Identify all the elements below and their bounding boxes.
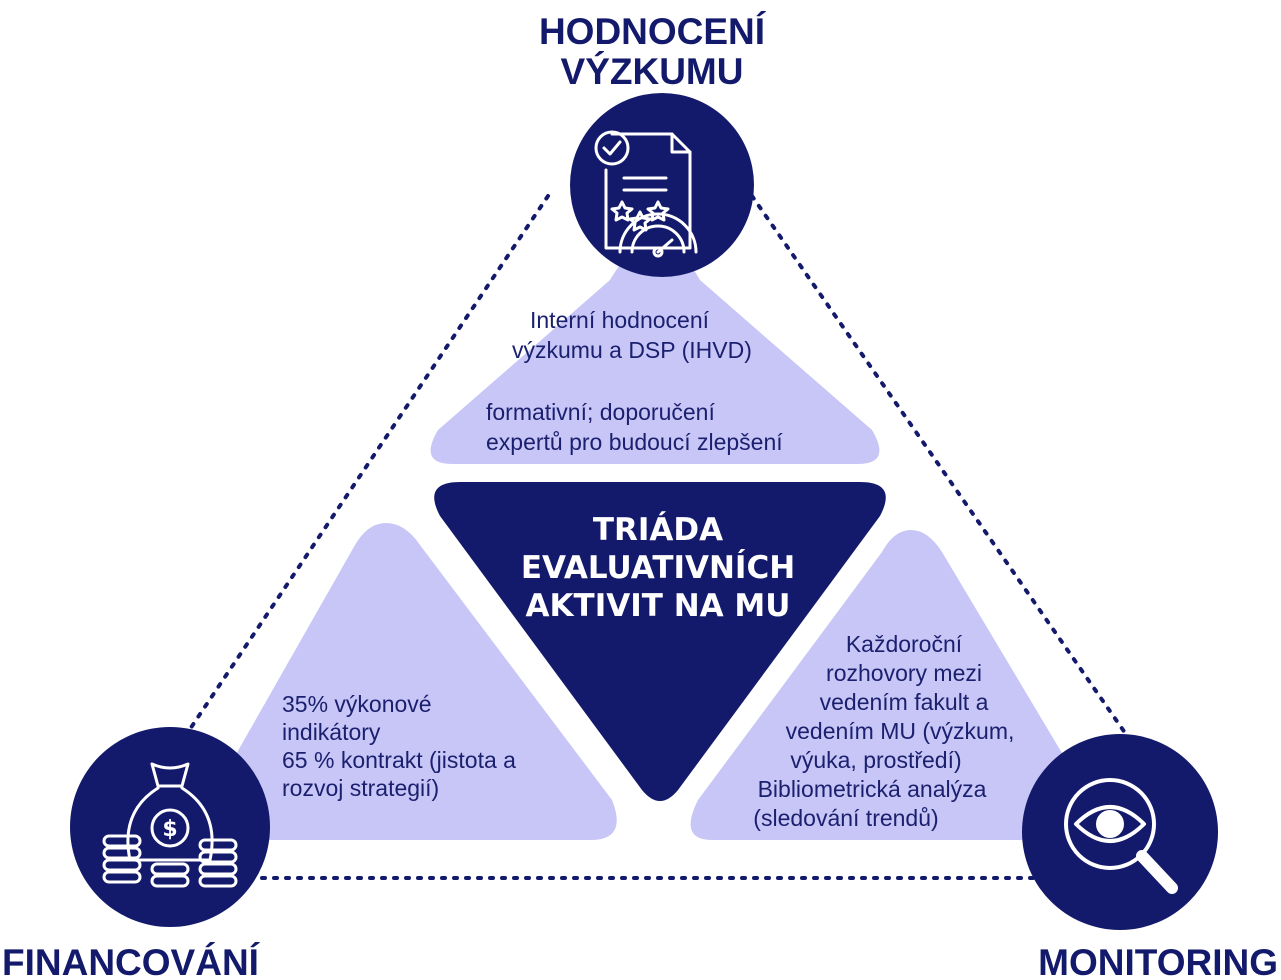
right-panel-line3: vedením fakult a	[820, 689, 989, 715]
dotted-edge-left	[184, 194, 550, 737]
left-panel-line3: 65 % kontrakt (jistota a	[282, 747, 516, 773]
eye-magnifier-icon	[1064, 778, 1178, 894]
bottom-left-icon-circle: $	[70, 727, 270, 927]
right-panel-line6: Bibliometrická analýza	[758, 776, 987, 802]
top-panel-shape	[430, 245, 880, 464]
left-panel-line4: rozvoj strategií)	[282, 775, 439, 801]
right-panel-line5: výuka, prostředí)	[790, 747, 961, 773]
right-panel-line7: (sledování trendů)	[753, 805, 938, 831]
center-title-line2: EVALUATIVNÍCH	[521, 550, 795, 586]
right-panel-shape	[690, 530, 1094, 840]
right-panel-line1: Každoroční	[846, 631, 963, 657]
dotted-triangle-outline	[184, 194, 1132, 880]
left-panel-line2: indikátory	[282, 719, 381, 745]
top-icon-circle	[570, 93, 754, 277]
left-panel-shape	[209, 523, 617, 840]
top-panel-line1: Interní hodnocení	[530, 307, 710, 333]
label-top-line1: HODNOCENÍ	[539, 11, 767, 52]
top-panel-line2: výzkumu a DSP (IHVD)	[512, 337, 752, 363]
center-title-line3: AKTIVIT NA MU	[526, 588, 791, 624]
label-top-line2: VÝZKUMU	[561, 51, 744, 92]
left-panel-line1: 35% výkonové	[282, 691, 432, 717]
label-financovani: FINANCOVÁNÍ	[2, 942, 261, 980]
right-panel-line4: vedením MU (výzkum,	[786, 718, 1015, 744]
top-panel-line3: formativní; doporučení	[486, 399, 715, 425]
label-monitoring: MONITORING	[1038, 942, 1278, 980]
dotted-edge-right	[750, 194, 1132, 742]
top-panel-line4: expertů pro budoucí zlepšení	[486, 429, 783, 455]
svg-text:$: $	[162, 817, 177, 842]
right-panel-line2: rozhovory mezi	[826, 660, 982, 686]
center-title-line1: TRIÁDA	[593, 512, 723, 548]
rated-document-icon	[594, 130, 698, 258]
center-triangle	[434, 482, 886, 801]
bottom-right-icon-circle	[1022, 734, 1218, 930]
money-bag-coins-icon: $	[102, 762, 238, 888]
